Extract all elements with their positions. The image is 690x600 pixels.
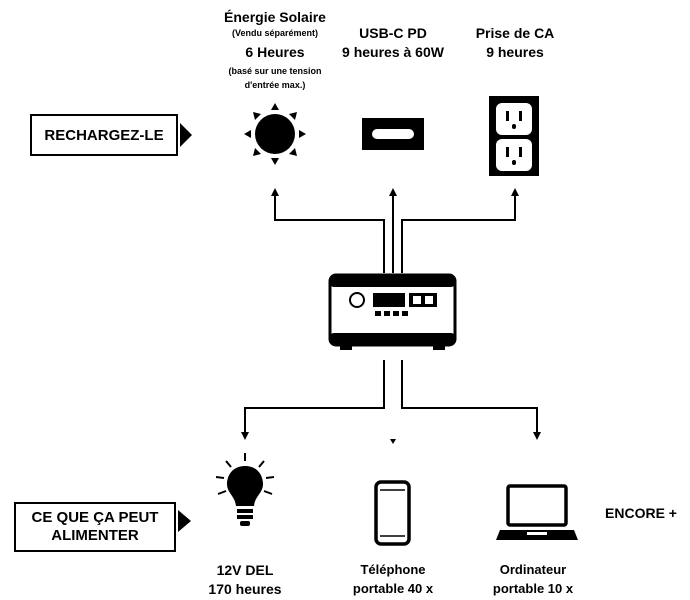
usb-c-port-icon xyxy=(362,118,424,150)
usbc-time: 9 heures à 60W xyxy=(342,44,444,60)
phone-label-line2: portable 40 x xyxy=(352,581,434,596)
smartphone-icon xyxy=(374,480,411,546)
phone-arrow-icon xyxy=(390,439,396,444)
solar-title: Énergie Solaire xyxy=(224,9,326,25)
power-capability-label: CE QUE ÇA PEUT ALIMENTER xyxy=(14,502,176,552)
power-capability-line1: CE QUE ÇA PEUT xyxy=(31,509,159,526)
phone-label-line1: Téléphone xyxy=(360,562,426,577)
solar-detail-line1: (basé sur une tension xyxy=(228,66,322,76)
more-label: ENCORE + xyxy=(605,505,677,521)
light-bulb-icon xyxy=(215,453,275,526)
output-connector-lines xyxy=(241,360,541,440)
ac-title: Prise de CA xyxy=(475,25,555,41)
laptop-label-line2: portable 10 x xyxy=(492,581,574,596)
power-capability-line2: ALIMENTER xyxy=(51,527,139,544)
solar-note: (Vendu séparément) xyxy=(231,28,319,38)
ac-time: 9 heures xyxy=(486,44,544,60)
recharge-label-text: RECHARGEZ-LE xyxy=(44,126,164,144)
laptop-icon xyxy=(496,484,578,540)
recharge-pointer-icon xyxy=(180,123,192,147)
output-pointer-icon xyxy=(178,510,191,532)
solar-time: 6 Heures xyxy=(245,44,305,60)
usbc-title: USB-C PD xyxy=(359,25,427,41)
recharge-connector-lines xyxy=(271,188,519,273)
solar-detail-line2: d'entrée max.) xyxy=(244,80,306,90)
recharge-label: RECHARGEZ-LE xyxy=(30,114,178,156)
power-station-icon xyxy=(328,273,457,350)
led-label-line2: 170 heures xyxy=(208,581,282,597)
laptop-label-line1: Ordinateur xyxy=(499,562,567,577)
led-label-line1: 12V DEL xyxy=(216,562,274,578)
sun-icon xyxy=(244,103,306,165)
ac-outlet-icon xyxy=(489,96,539,176)
